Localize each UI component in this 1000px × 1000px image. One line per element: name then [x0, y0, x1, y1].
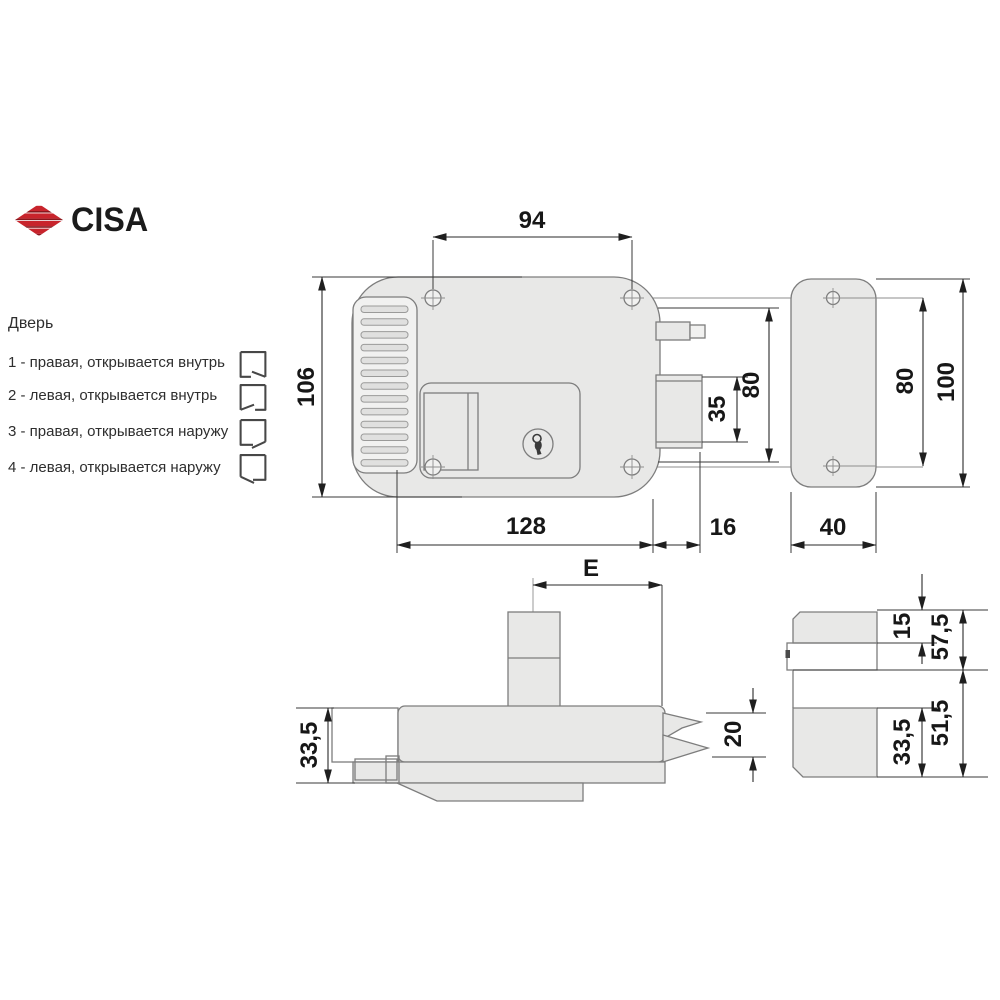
dim-body-height-label: 106	[293, 367, 320, 407]
legend-item-3: 3 - правая, открывается наружу	[8, 423, 229, 440]
screw-hole	[620, 455, 644, 479]
dim-bolt-width-label: 20	[720, 721, 747, 748]
lock-front-view	[351, 276, 706, 498]
faceplate-top	[352, 761, 666, 784]
door-right-inward-icon	[239, 351, 267, 378]
screw-hole	[823, 288, 843, 308]
dim-strike-width-label: 40	[820, 514, 847, 541]
door-left-inward-icon	[239, 384, 267, 411]
legend-title: Дверь	[8, 315, 54, 332]
dim-strike-lip-label: 15	[889, 613, 916, 640]
dimension-labels: 94 106 35 80 128 16 80 100 40 E 33,5 20 …	[293, 207, 960, 768]
ribbed-knob	[352, 296, 418, 474]
legend-item-1: 1 - правая, открывается внутрь	[8, 354, 225, 371]
screw-hole	[620, 286, 644, 310]
screw-hole	[823, 456, 843, 476]
cover-top	[396, 782, 584, 802]
dim-protrusion-label: 16	[710, 514, 737, 541]
lock-top-view	[296, 578, 766, 802]
dim-backset-label: E	[583, 555, 599, 582]
door-left-outward-icon	[239, 454, 267, 484]
case-top	[397, 705, 666, 763]
screw-hole	[421, 286, 445, 310]
dim-strike-inner-label: 33,5	[889, 719, 916, 766]
dim-strike-upper-label: 57,5	[927, 614, 954, 661]
brand-name: CISA	[71, 201, 149, 239]
dim-body-width-label: 128	[506, 513, 546, 540]
door-right-outward-icon	[239, 419, 267, 449]
knob-housing-top	[331, 707, 399, 763]
knob-top	[354, 755, 400, 784]
inner-panel	[419, 382, 581, 479]
cisa-logo-icon	[15, 205, 63, 236]
dim-case-depth-label: 33,5	[296, 722, 323, 769]
cylinder-top	[507, 611, 561, 709]
screw-hole	[421, 455, 445, 479]
dim-strike-height-label: 100	[933, 362, 960, 402]
legend-item-2: 2 - левая, открывается внутрь	[8, 387, 218, 404]
strike-plate-front-view	[790, 278, 877, 488]
dim-strike-lower-label: 51,5	[927, 700, 954, 747]
legend-item-4: 4 - левая, открывается наружу	[8, 459, 221, 476]
dim-bolt-span-label: 80	[738, 372, 765, 399]
front-view-dimensions	[312, 233, 970, 553]
deadbolt-front	[655, 374, 703, 449]
bolt-teeth-top	[662, 712, 711, 763]
latch-bolt-front	[655, 321, 706, 341]
dim-hole-spacing-label: 94	[519, 207, 546, 234]
keyhole-icon	[522, 428, 554, 460]
dim-strike-hole-spacing-label: 80	[892, 368, 919, 395]
strike-plate-top-view	[785, 574, 988, 778]
dim-deadbolt-label: 35	[704, 396, 731, 423]
